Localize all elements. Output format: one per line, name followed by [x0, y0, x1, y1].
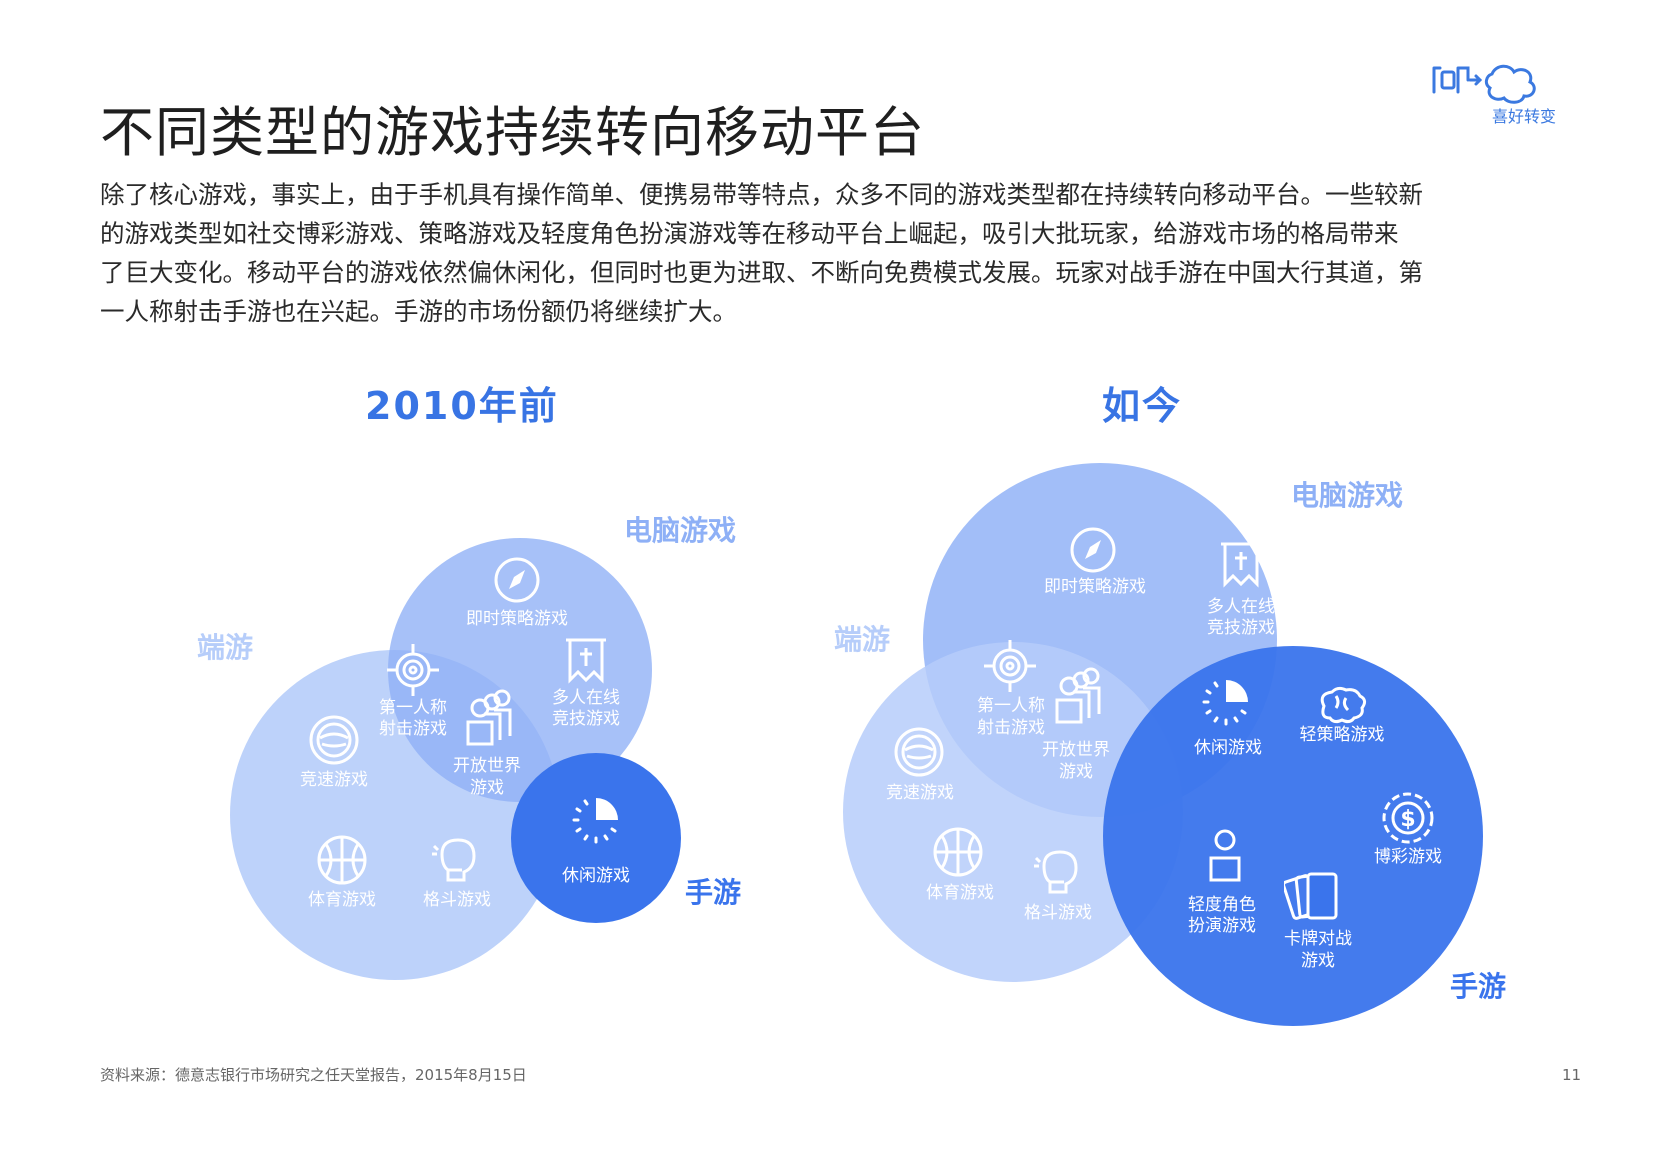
- genre-label: 第一人称: [977, 696, 1045, 716]
- now-diagram: 电脑游戏 端游 手游 即时策略游戏 多人在线 竞技游戏 第一人称 射击游戏 开放…: [834, 463, 1506, 1026]
- genre-label: 即时策略游戏: [466, 609, 568, 629]
- genre-label: 卡牌对战: [1284, 929, 1352, 949]
- genre-label: 竞速游戏: [886, 783, 954, 803]
- genre-label: 即时策略游戏: [1044, 577, 1146, 597]
- fps-genre: 第一人称 射击游戏: [977, 638, 1045, 738]
- brand-name: 喜好转变: [1492, 107, 1557, 126]
- mobile-platform-label: 手游: [1450, 970, 1506, 1003]
- brand-logo-icon: [1432, 64, 1536, 104]
- card-battle-genre: 卡牌对战 游戏: [1284, 872, 1352, 971]
- racing-genre: 竞速游戏: [300, 715, 368, 790]
- rts-genre: 即时策略游戏: [1044, 527, 1146, 597]
- genre-label: 竞技游戏: [1207, 618, 1275, 638]
- open-world-genre: 开放世界 游戏: [1042, 667, 1110, 782]
- gambling-genre: 博彩游戏: [1374, 792, 1442, 867]
- genre-label: 射击游戏: [379, 719, 447, 739]
- genre-label: 扮演游戏: [1188, 916, 1256, 936]
- casual-genre: 休闲游戏: [562, 796, 630, 886]
- genre-label: 开放世界: [1042, 740, 1110, 760]
- genre-label: 休闲游戏: [562, 866, 630, 886]
- genre-label: 体育游戏: [308, 890, 376, 910]
- basketball-icon: [317, 835, 367, 885]
- pc-platform-label: 电脑游戏: [1291, 479, 1403, 512]
- intro-line: 除了核心游戏，事实上，由于手机具有操作简单、便携易带等特点，众多不同的游戏类型都…: [100, 180, 1423, 209]
- genre-label: 休闲游戏: [1194, 738, 1262, 758]
- page-title: 不同类型的游戏持续转向移动平台: [100, 101, 925, 164]
- console-platform-label: 端游: [197, 631, 253, 664]
- intro-line: 了巨大变化。移动平台的游戏依然偏休闲化，但同时也更为进取、不断向免费模式发展。玩…: [100, 258, 1423, 287]
- genre-label: 竞速游戏: [300, 770, 368, 790]
- rts-genre: 即时策略游戏: [466, 557, 568, 629]
- mobile-platform-label: 手游: [685, 876, 741, 909]
- genre-label: 游戏: [470, 778, 504, 798]
- genre-label: 开放世界: [453, 756, 521, 776]
- fighting-genre: 格斗游戏: [1024, 850, 1092, 923]
- page-number: 11: [1562, 1066, 1582, 1084]
- genre-label: 轻度角色: [1188, 895, 1256, 915]
- genre-label: 游戏: [1301, 951, 1335, 971]
- genre-label: 博彩游戏: [1374, 847, 1442, 867]
- genre-label: 格斗游戏: [1024, 903, 1092, 923]
- genre-label: 多人在线: [552, 688, 620, 708]
- genre-label: 游戏: [1059, 762, 1093, 782]
- moba-genre: 多人在线 竞技游戏: [552, 638, 620, 729]
- fighting-genre: 格斗游戏: [423, 838, 491, 910]
- racing-genre: 竞速游戏: [886, 727, 954, 803]
- genre-label: 第一人称: [379, 698, 447, 718]
- open-world-genre: 开放世界 游戏: [453, 689, 521, 798]
- sports-genre: 体育游戏: [308, 835, 376, 910]
- intro-line: 的游戏类型如社交博彩游戏、策略游戏及轻度角色扮演游戏等在移动平台上崛起，吸引大批…: [100, 219, 1399, 248]
- sports-genre: 体育游戏: [926, 827, 994, 903]
- console-circle: [843, 642, 1183, 982]
- genre-label: 轻策略游戏: [1300, 725, 1385, 745]
- before-diagram: 电脑游戏 端游 手游 即时策略游戏 多人在线 竞技游戏 第一人称 射击游戏 开放…: [197, 514, 741, 980]
- genre-label: 多人在线: [1207, 597, 1275, 617]
- genre-label: 格斗游戏: [423, 890, 491, 910]
- console-platform-label: 端游: [834, 623, 890, 656]
- moba-genre: 多人在线 竞技游戏: [1207, 542, 1275, 638]
- light-strategy-genre: 轻策略游戏: [1300, 686, 1385, 745]
- source-note: 资料来源：德意志银行市场研究之任天堂报告，2015年8月15日: [100, 1066, 527, 1084]
- now-heading: 如今: [1102, 384, 1183, 428]
- pc-platform-label: 电脑游戏: [624, 514, 736, 547]
- mobile-circle: [1103, 646, 1483, 1026]
- genre-label: 竞技游戏: [552, 709, 620, 729]
- casual-genre: 休闲游戏: [1194, 678, 1262, 758]
- intro-paragraph: 除了核心游戏，事实上，由于手机具有操作简单、便携易带等特点，众多不同的游戏类型都…: [100, 175, 1545, 331]
- basketball-icon: [933, 827, 983, 877]
- intro-line: 一人称射击手游也在兴起。手游的市场份额仍将继续扩大。: [100, 297, 737, 326]
- before-heading: 2010年前: [365, 384, 559, 428]
- light-rpg-genre: 轻度角色 扮演游戏: [1188, 829, 1256, 936]
- pc-circle: [388, 538, 652, 802]
- genre-label: 体育游戏: [926, 883, 994, 903]
- fps-genre: 第一人称 射击游戏: [379, 642, 447, 739]
- genre-label: 射击游戏: [977, 718, 1045, 738]
